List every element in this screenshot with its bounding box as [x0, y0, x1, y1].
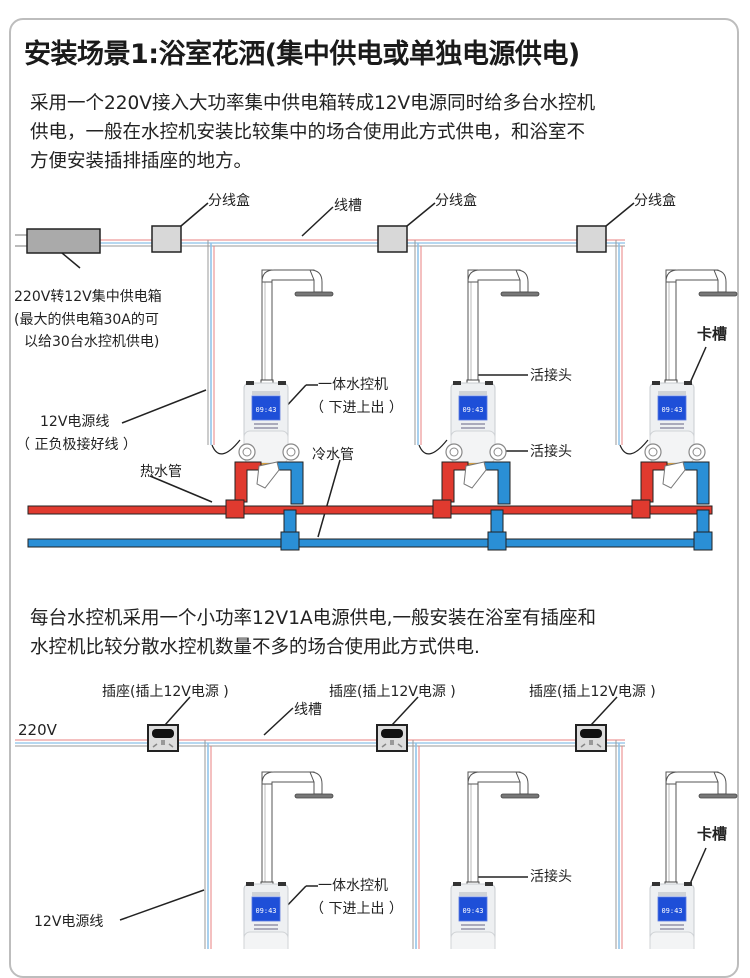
pipe-tees-1: [225, 499, 713, 551]
junction-box-3: [576, 225, 607, 253]
cold-water-main: [27, 538, 713, 548]
section2-description: 每台水控机采用一个小功率12V1A电源供电,一般安装在浴室有插座和 水控机比较分…: [30, 608, 597, 658]
label-controller-1: 一体水控机: [318, 377, 388, 393]
label-slot-2: 卡槽: [697, 825, 728, 843]
water-controller-6: [649, 881, 695, 949]
leader-line: [61, 252, 81, 269]
leader-lines-2: [119, 696, 707, 921]
label-power-box: 220V转12V集中供电箱: [14, 289, 162, 305]
label-mains-220v: 220V: [18, 721, 57, 739]
label-junction-box-2: 分线盒: [435, 193, 477, 209]
shower-4: [260, 771, 334, 896]
label-union-top-1: 活接头: [530, 368, 572, 384]
label-power-box-note-1: (最大的供电箱30A的可: [14, 312, 159, 328]
water-controller-4: [243, 881, 289, 949]
installation-diagram: 09:43: [15, 202, 738, 949]
wire-trunk-1: [15, 234, 649, 455]
label-junction-box-1: 分线盒: [208, 193, 250, 209]
label-junction-box-3: 分线盒: [634, 193, 676, 209]
label-controller-note-1: （ 下进上出 ）: [310, 400, 403, 416]
label-trunking-1: 线槽: [334, 198, 362, 214]
wall-socket-1: [147, 724, 179, 752]
label-power-box-note-2: 以给30台水控机供电): [24, 334, 160, 350]
label-trunking-2: 线槽: [294, 702, 322, 718]
label-power-line-1: 12V电源线: [40, 414, 110, 430]
water-controller-5: [450, 881, 496, 949]
wall-socket-2: [376, 724, 408, 752]
label-power-line-2: 12V电源线: [34, 914, 104, 930]
label-socket-1: 插座(插上12V电源 ): [102, 684, 229, 700]
section1-description: 采用一个220V接入大功率集中供电箱转成12V电源同时给多台水控机 供电，一般在…: [30, 93, 596, 172]
label-controller-note-2: （ 下进上出 ）: [310, 901, 403, 917]
label-hot-pipe: 热水管: [140, 464, 182, 480]
hot-water-main: [27, 505, 713, 515]
label-socket-3: 插座(插上12V电源 ): [529, 684, 656, 700]
wall-socket-3: [575, 724, 607, 752]
label-slot-1: 卡槽: [697, 325, 728, 343]
label-union-top-2: 活接头: [530, 869, 572, 885]
wire-trunk-2: [15, 739, 625, 949]
label-controller-2: 一体水控机: [318, 878, 388, 894]
junction-box-2: [377, 225, 408, 253]
shower-1: [260, 269, 334, 394]
label-cold-pipe: 冷水管: [312, 447, 354, 463]
label-power-line-note: （ 正负极接好线 ）: [16, 437, 137, 453]
page-title: 安装场景1:浴室花洒(集中供电或单独电源供电): [24, 39, 580, 70]
junction-box-1: [151, 225, 182, 253]
label-union-bottom-1: 活接头: [530, 444, 572, 460]
leader-lines-1: [121, 202, 707, 538]
central-power-box: [26, 228, 101, 254]
label-socket-2: 插座(插上12V电源 ): [329, 684, 456, 700]
